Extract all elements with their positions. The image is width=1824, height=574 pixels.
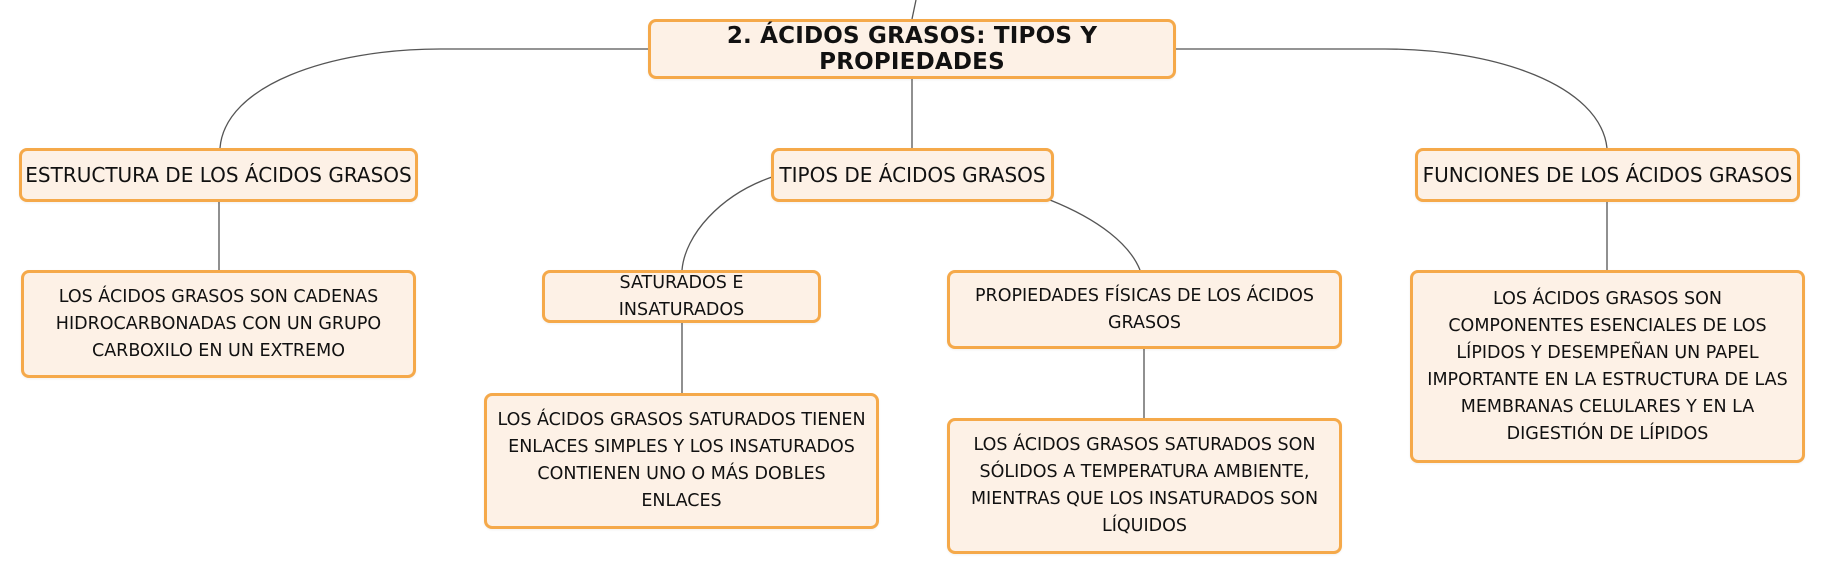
connector-root-funciones bbox=[1176, 48, 1608, 149]
node-funciones-label: FUNCIONES DE LOS ÁCIDOS GRASOS bbox=[1422, 163, 1793, 187]
node-tipos-label: TIPOS DE ÁCIDOS GRASOS bbox=[779, 163, 1046, 187]
connector-tipos-propiedades bbox=[1049, 199, 1141, 271]
connector-root-estructura bbox=[219, 48, 648, 149]
node-propiedades[interactable]: PROPIEDADES FÍSICAS DE LOS ÁCIDOS GRASOS bbox=[947, 270, 1342, 349]
node-funciones-detail-text: LOS ÁCIDOS GRASOS SON COMPONENTES ESENCI… bbox=[1427, 288, 1788, 444]
node-propiedades-detail-text: LOS ÁCIDOS GRASOS SATURADOS SON SÓLIDOS … bbox=[970, 435, 1319, 536]
connector-parent-root bbox=[911, 0, 917, 20]
node-propiedades-detail[interactable]: LOS ÁCIDOS GRASOS SATURADOS SON SÓLIDOS … bbox=[947, 418, 1342, 554]
node-estructura-detail-text: LOS ÁCIDOS GRASOS SON CADENAS HIDROCARBO… bbox=[55, 286, 382, 361]
node-estructura-detail[interactable]: LOS ÁCIDOS GRASOS SON CADENAS HIDROCARBO… bbox=[21, 270, 416, 378]
root-node[interactable]: 2. ÁCIDOS GRASOS: TIPOS Y PROPIEDADES bbox=[648, 19, 1176, 79]
node-saturados-detail-text: LOS ÁCIDOS GRASOS SATURADOS TIENEN ENLAC… bbox=[497, 410, 866, 511]
root-node-label: 2. ÁCIDOS GRASOS: TIPOS Y PROPIEDADES bbox=[726, 23, 1098, 75]
node-estructura[interactable]: ESTRUCTURA DE LOS ÁCIDOS GRASOS bbox=[19, 148, 418, 202]
node-funciones[interactable]: FUNCIONES DE LOS ÁCIDOS GRASOS bbox=[1415, 148, 1800, 202]
node-saturados-label: SATURADOS E INSATURADOS bbox=[618, 272, 745, 320]
node-estructura-label: ESTRUCTURA DE LOS ÁCIDOS GRASOS bbox=[25, 163, 412, 187]
node-funciones-detail[interactable]: LOS ÁCIDOS GRASOS SON COMPONENTES ESENCI… bbox=[1410, 270, 1805, 463]
node-saturados-detail[interactable]: LOS ÁCIDOS GRASOS SATURADOS TIENEN ENLAC… bbox=[484, 393, 879, 529]
connector-tipos-saturados bbox=[681, 176, 773, 271]
node-propiedades-label: PROPIEDADES FÍSICAS DE LOS ÁCIDOS GRASOS bbox=[974, 285, 1315, 333]
node-saturados[interactable]: SATURADOS E INSATURADOS bbox=[542, 270, 821, 323]
node-tipos[interactable]: TIPOS DE ÁCIDOS GRASOS bbox=[771, 148, 1054, 202]
